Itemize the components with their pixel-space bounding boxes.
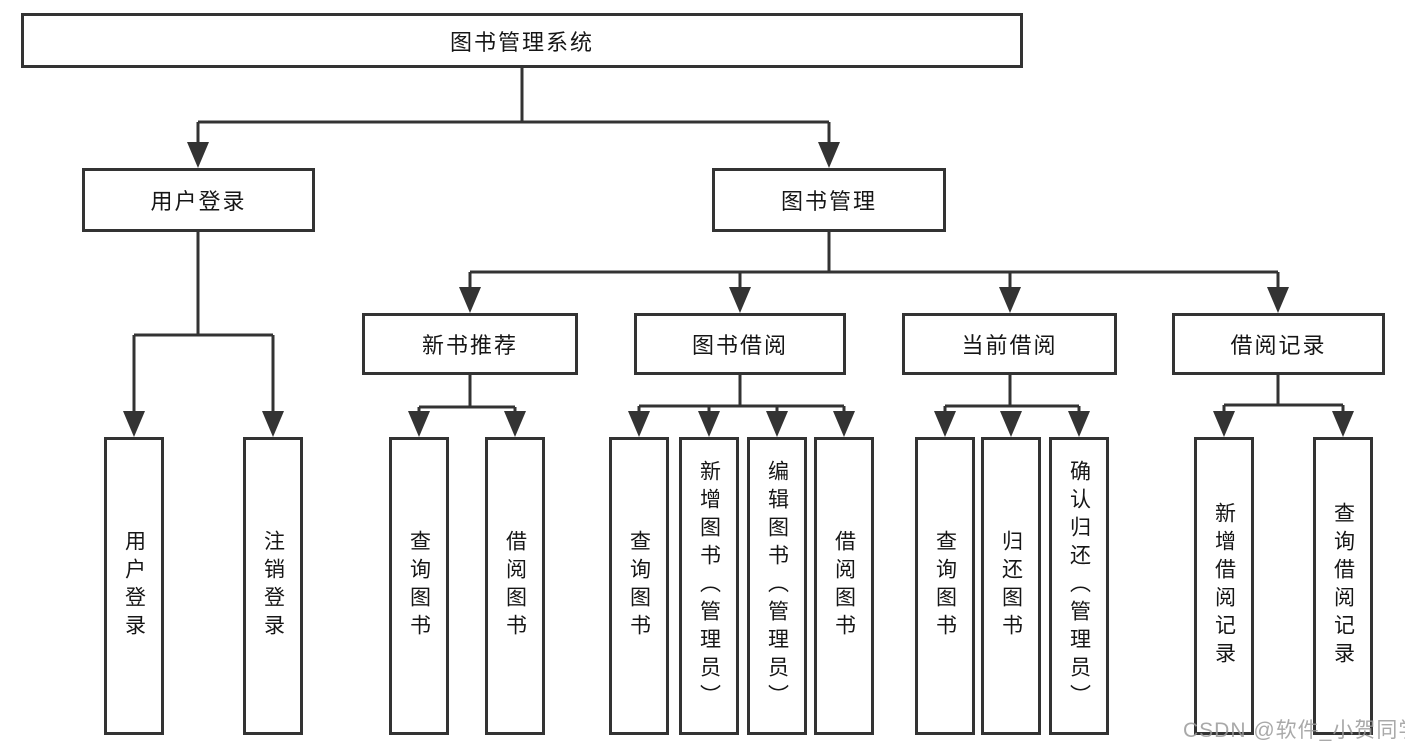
leaf-logout-label: 注销登录	[261, 530, 285, 642]
node-user-login-label: 用户登录	[150, 189, 247, 214]
leaf-add-books-admin: 新增图书（管理员）	[679, 437, 739, 735]
node-book-management-label: 图书管理	[780, 189, 877, 214]
node-book-management: 图书管理	[712, 168, 946, 232]
leaf-confirm-return-admin-label: 确认归还（管理员）	[1067, 460, 1091, 712]
node-book-borrow: 图书借阅	[634, 313, 846, 375]
node-new-book-recommend: 新书推荐	[362, 313, 578, 375]
leaf-query-books-3: 查询图书	[915, 437, 975, 735]
leaf-return-books: 归还图书	[981, 437, 1041, 735]
leaf-borrow-books-2-label: 借阅图书	[832, 530, 856, 642]
node-library-system: 图书管理系统	[21, 13, 1023, 68]
node-new-book-recommend-label: 新书推荐	[421, 333, 518, 358]
node-current-borrow: 当前借阅	[902, 313, 1117, 375]
leaf-edit-books-admin-label: 编辑图书（管理员）	[765, 460, 789, 712]
node-user-login: 用户登录	[82, 168, 315, 232]
leaf-add-books-admin-label: 新增图书（管理员）	[697, 460, 721, 712]
leaf-borrow-books-1-label: 借阅图书	[503, 530, 527, 642]
node-borrow-records-label: 借阅记录	[1230, 333, 1327, 358]
leaf-add-borrow-record: 新增借阅记录	[1194, 437, 1254, 735]
node-borrow-records: 借阅记录	[1172, 313, 1385, 375]
node-current-borrow-label: 当前借阅	[961, 333, 1058, 358]
leaf-logout: 注销登录	[243, 437, 303, 735]
leaf-edit-books-admin: 编辑图书（管理员）	[747, 437, 807, 735]
leaf-return-books-label: 归还图书	[999, 530, 1023, 642]
node-library-system-label: 图书管理系统	[449, 29, 594, 55]
leaf-query-books-1-label: 查询图书	[407, 530, 431, 642]
leaf-borrow-books-2: 借阅图书	[814, 437, 874, 735]
node-book-borrow-label: 图书借阅	[691, 333, 788, 358]
leaf-query-books-2-label: 查询图书	[627, 530, 651, 642]
leaf-user-login-label: 用户登录	[122, 530, 146, 642]
watermark: CSDN @软件_小贺同学	[1183, 719, 1405, 742]
leaf-confirm-return-admin: 确认归还（管理员）	[1049, 437, 1109, 735]
leaf-add-borrow-record-label: 新增借阅记录	[1212, 502, 1236, 670]
leaf-query-books-2: 查询图书	[609, 437, 669, 735]
leaf-user-login: 用户登录	[104, 437, 164, 735]
leaf-query-borrow-record-label: 查询借阅记录	[1331, 502, 1355, 670]
leaf-query-books-3-label: 查询图书	[933, 530, 957, 642]
leaf-query-books-1: 查询图书	[389, 437, 449, 735]
leaf-query-borrow-record: 查询借阅记录	[1313, 437, 1373, 735]
leaf-borrow-books-1: 借阅图书	[485, 437, 545, 735]
